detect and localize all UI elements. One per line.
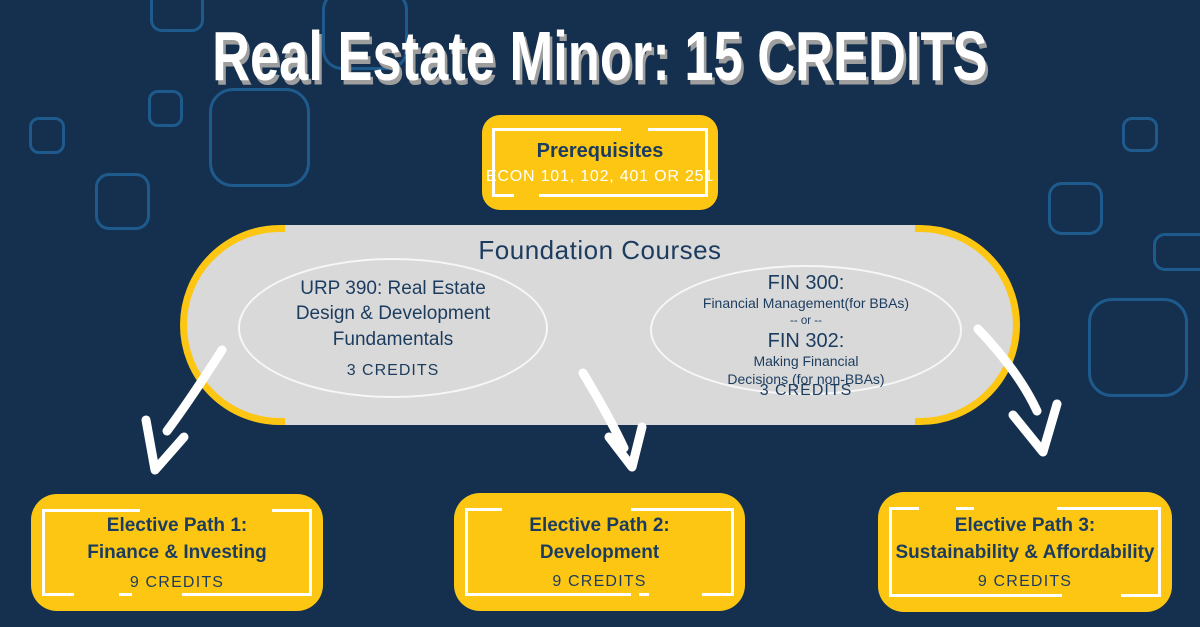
- background-square: [29, 117, 65, 154]
- background-square: [148, 90, 183, 127]
- or-separator: -- or --: [790, 315, 822, 328]
- elective-path-title: Elective Path 1:: [106, 515, 248, 537]
- background-square: [1153, 233, 1200, 271]
- elective-path-title: Elective Path 2:: [529, 514, 670, 536]
- course-code: FIN 302:: [767, 330, 845, 353]
- course-credits: 3 CREDITS: [346, 362, 440, 380]
- background-square: [1048, 182, 1103, 235]
- course-name-line: URP 390: Real Estate: [300, 277, 486, 299]
- elective-path-credits: 9 CREDITS: [129, 573, 225, 591]
- page-title: Real Estate Minor: 15 CREDITS: [212, 17, 988, 95]
- background-square: [322, 0, 408, 70]
- background-square: [95, 173, 150, 230]
- course-name-line: Fundamentals: [332, 328, 454, 350]
- course-code: FIN 300:: [767, 271, 845, 294]
- elective-path-title: Elective Path 3:: [954, 514, 1096, 536]
- foundation-courses-panel: Foundation Courses URP 390: Real Estate …: [180, 225, 1020, 425]
- elective-path-subtitle: Development: [539, 541, 660, 563]
- corner-frame: [492, 126, 708, 199]
- background-square: [1088, 298, 1188, 397]
- elective-path-subtitle: Finance & Investing: [87, 542, 267, 563]
- elective-path-1-box: Elective Path 1: Finance & Investing 9 C…: [31, 494, 323, 611]
- elective-path-credits: 9 CREDITS: [552, 573, 647, 591]
- fin-course-ellipse: FIN 300: Financial Management(for BBAs) …: [650, 265, 962, 395]
- course-desc: Decisions (for non-BBAs): [727, 370, 885, 387]
- elective-path-2-box: Elective Path 2: Development 9 CREDITS: [454, 493, 745, 611]
- urp-course-ellipse: URP 390: Real Estate Design & Developmen…: [238, 258, 548, 398]
- elective-path-credits: 9 CREDITS: [977, 573, 1073, 591]
- course-name-line: Design & Development: [295, 303, 491, 325]
- background-square: [1122, 117, 1158, 152]
- prerequisites-box: Prerequisites ECON 101, 102, 401 OR 251: [482, 115, 718, 210]
- course-credits: 3 CREDITS: [759, 382, 853, 399]
- prerequisites-courses: ECON 101, 102, 401 OR 251: [485, 167, 715, 185]
- elective-path-subtitle: Sustainability & Affordability: [895, 541, 1155, 563]
- prerequisites-heading: Prerequisites: [536, 139, 664, 162]
- course-desc: Financial Management(for BBAs): [702, 294, 910, 311]
- background-square: [209, 88, 310, 187]
- background-square: [150, 0, 204, 32]
- elective-path-3-box: Elective Path 3: Sustainability & Afford…: [878, 492, 1172, 612]
- course-desc: Making Financial: [753, 353, 859, 370]
- foundation-heading: Foundation Courses: [478, 235, 722, 265]
